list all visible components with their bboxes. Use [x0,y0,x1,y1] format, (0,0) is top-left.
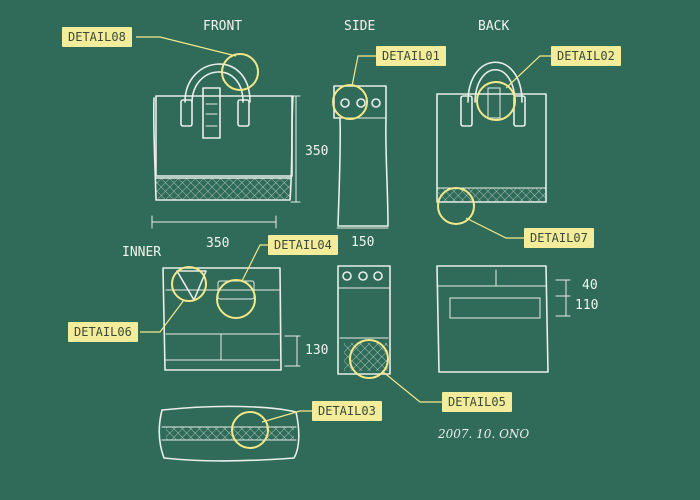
detail02-marker [476,81,516,121]
detail06-leader [140,299,185,333]
detail07-callout[interactable]: DETAIL07 [524,228,594,248]
detail03-leader [261,410,312,423]
detail05-leader [381,370,442,403]
detail01-callout[interactable]: DETAIL01 [376,46,446,66]
front-view-bag [151,63,301,229]
view-label-inner: INNER [122,245,161,260]
signature: 2007. 10. ONO [437,427,529,441]
side-view-bag [333,85,389,229]
dim-back-pocket-bottom: 110 [575,298,598,313]
detail07-leader [465,217,524,239]
dim-front-height: 350 [305,144,328,159]
dim-inner-height: 130 [305,343,328,358]
detail06-callout[interactable]: DETAIL06 [68,322,138,342]
detail08-callout[interactable]: DETAIL08 [62,27,132,47]
detail04-leader [241,244,268,282]
detail03-callout[interactable]: DETAIL03 [312,401,382,421]
bottom-view-bag [158,405,300,462]
detail08-leader [136,36,237,57]
dim-front-width: 350 [206,236,229,251]
view-label-back: BACK [478,19,509,34]
back-lower-view-bag [436,265,571,373]
inner-view-bag [162,267,301,371]
dim-side-width: 150 [351,235,374,250]
detail08-marker [221,53,259,91]
detail07-marker [437,187,475,225]
detail03-marker [231,411,269,449]
side-lower-view-bag [337,265,391,375]
dim-back-pocket-top: 40 [582,278,598,293]
detail05-callout[interactable]: DETAIL05 [442,392,512,412]
view-label-side: SIDE [344,19,375,34]
detail01-leader [351,55,376,87]
detail02-callout[interactable]: DETAIL02 [551,46,621,66]
detail02-leader [505,55,551,89]
detail04-callout[interactable]: DETAIL04 [268,235,338,255]
back-view-bag [436,61,547,203]
detail05-marker [349,339,389,379]
view-label-front: FRONT [203,19,242,34]
detail01-marker [332,84,368,120]
detail06-marker [171,266,207,302]
detail04-marker [216,279,256,319]
